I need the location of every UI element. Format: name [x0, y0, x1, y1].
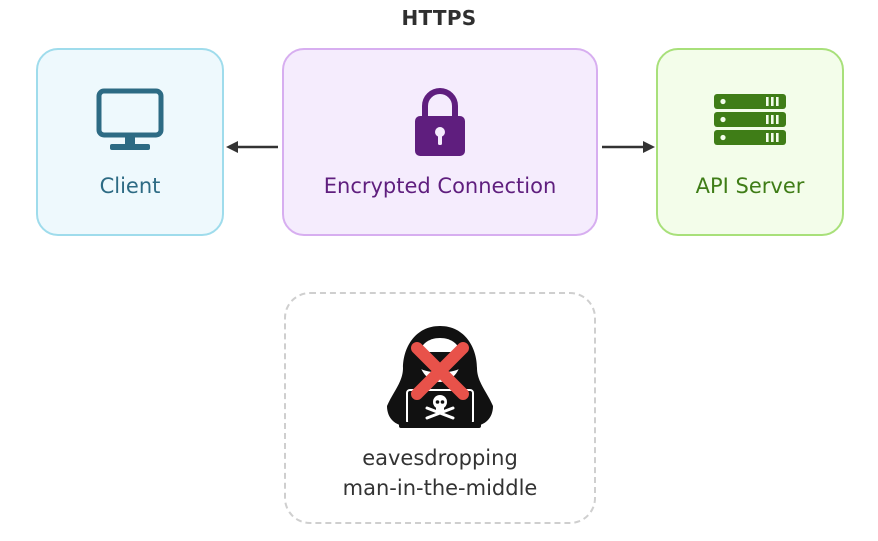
hooded-hacker-blocked-icon — [385, 322, 495, 436]
encrypted-connection-label: Encrypted Connection — [323, 174, 557, 198]
monitor-icon — [96, 88, 164, 158]
client-node: Client — [36, 48, 224, 236]
client-label: Client — [99, 174, 161, 198]
server-rack-icon — [712, 92, 788, 152]
arrow-to-server — [602, 141, 655, 153]
padlock-icon — [413, 86, 467, 162]
attacker-label-mitm: man-in-the-middle — [342, 476, 538, 500]
encrypted-connection-node: Encrypted Connection — [282, 48, 598, 236]
api-server-node: API Server — [656, 48, 844, 236]
api-server-label: API Server — [695, 174, 805, 198]
arrow-to-client — [226, 141, 278, 153]
attacker-label-eavesdropping: eavesdropping — [362, 446, 518, 470]
diagram-title: HTTPS — [401, 6, 477, 30]
attacker-node: eavesdropping man-in-the-middle — [284, 292, 596, 524]
